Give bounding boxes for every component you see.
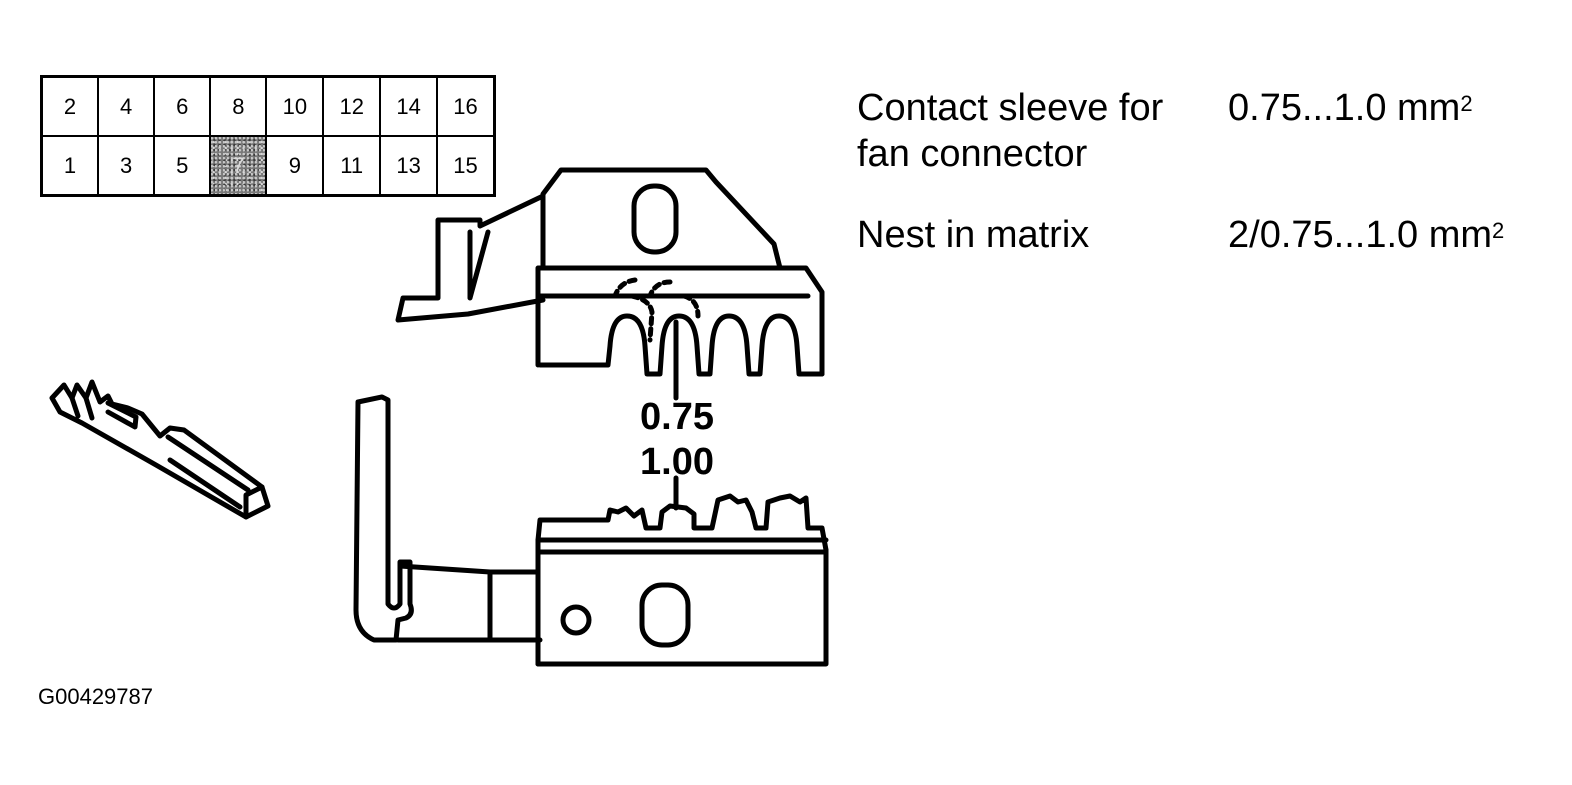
- connector-pin-grid: 2 4 6 8 10 12 14 16 1 3 5 7 9 11 13 15: [40, 75, 496, 197]
- pin-cell: 4: [97, 75, 156, 137]
- size-label-075: 0.75: [640, 396, 714, 438]
- pin-cell: 14: [379, 75, 439, 137]
- pin-cell: 5: [153, 135, 212, 197]
- pin-cell: 3: [97, 135, 156, 197]
- pin-cell: 15: [436, 135, 496, 197]
- pin-cell: 10: [265, 75, 325, 137]
- lower-die-drawing: [353, 394, 829, 667]
- spec-value-contact-sleeve: 0.75...1.0 mm2: [1228, 85, 1473, 131]
- spec-label-nest-in-matrix: Nest in matrix: [857, 214, 1090, 256]
- contact-sleeve-drawing: [49, 379, 271, 520]
- pin-row-top: 2 4 6 8 10 12 14 16: [40, 75, 496, 137]
- unit-superscript: 2: [1492, 218, 1505, 243]
- upper-die-drawing: [395, 167, 825, 377]
- pin-cell: 9: [265, 135, 325, 197]
- pin-cell: 13: [379, 135, 439, 197]
- pin-cell: 16: [436, 75, 496, 137]
- pin-cell-highlighted: 7: [209, 135, 268, 197]
- pin-cell: 12: [322, 75, 382, 137]
- pin-cell: 2: [40, 75, 100, 137]
- pin-row-bottom: 1 3 5 7 9 11 13 15: [40, 135, 496, 197]
- pin-cell: 8: [209, 75, 268, 137]
- spec-value-text: 2/0.75...1.0 mm: [1228, 214, 1493, 256]
- size-label-100: 1.00: [640, 441, 714, 483]
- spec-value-text: 0.75...1.0 mm: [1228, 87, 1461, 129]
- spec-label-contact-sleeve: Contact sleeve for fan connector: [857, 87, 1164, 175]
- pin-cell: 6: [153, 75, 212, 137]
- pin-cell: 1: [40, 135, 100, 197]
- unit-superscript: 2: [1460, 91, 1473, 116]
- pin-cell: 11: [322, 135, 382, 197]
- figure-id: G00429787: [38, 684, 153, 709]
- spec-value-nest-in-matrix: 2/0.75...1.0 mm2: [1228, 212, 1504, 258]
